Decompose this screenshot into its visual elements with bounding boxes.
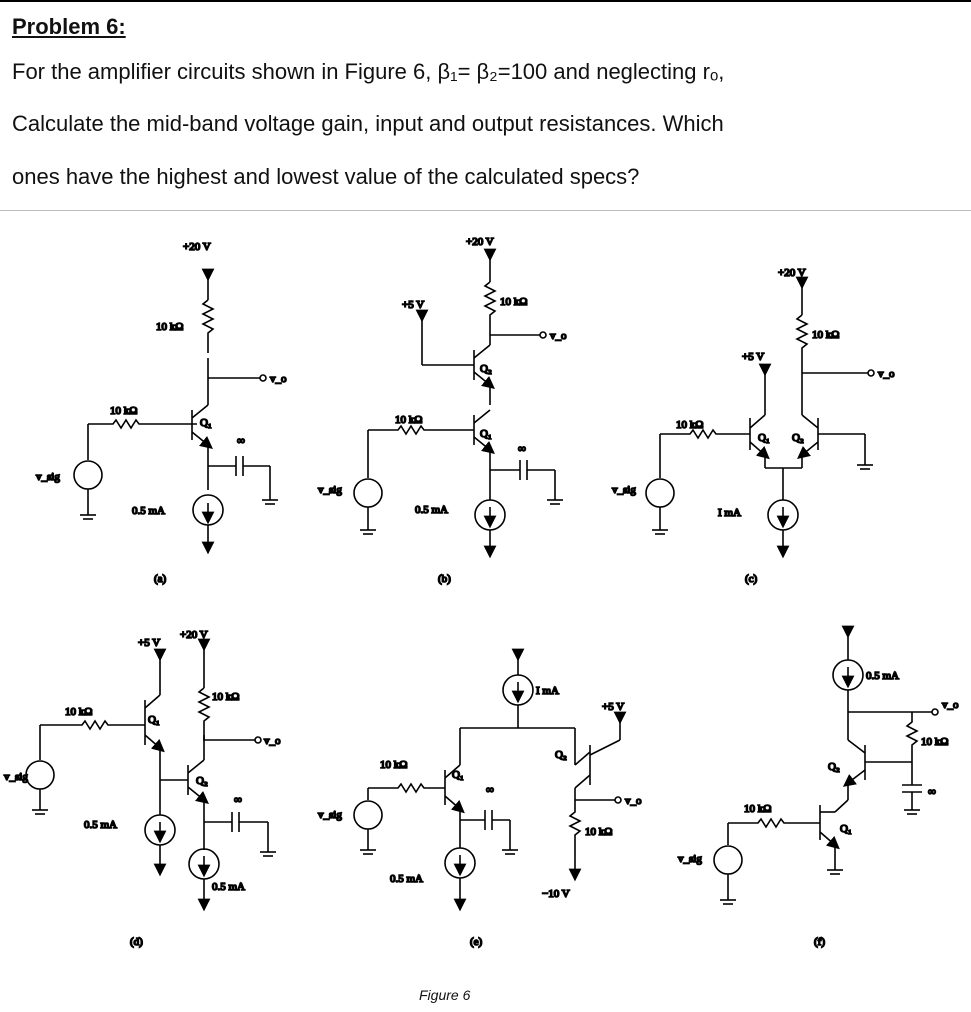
e-inf: ∞ (486, 784, 494, 796)
f-rb: 10 kΩ (744, 803, 771, 815)
d-q1: Q₁ (148, 714, 160, 726)
c-vcc: +20 V (778, 267, 806, 279)
circuit-e (353, 648, 627, 912)
d-rb: 10 kΩ (65, 706, 92, 718)
f-i: 0.5 mA (866, 670, 899, 682)
figure-6-circuits: +20 V 10 kΩ 10 kΩ Q₁ v_o v_sig 0.5 mA ∞ … (3, 235, 960, 949)
c-rc: 10 kΩ (812, 329, 839, 341)
f-q2: Q₂ (828, 761, 840, 773)
b-inf: ∞ (518, 443, 526, 455)
f-q1: Q₁ (840, 823, 852, 835)
e-rb: 10 kΩ (380, 759, 407, 771)
circuit-c (645, 276, 875, 559)
problem-line-2: Calculate the mid-band voltage gain, inp… (12, 111, 724, 136)
c-q2: Q₂ (792, 432, 804, 444)
b-v5: +5 V (402, 299, 424, 311)
f-vo: v_o (942, 699, 959, 711)
circuit-a (73, 268, 278, 555)
b-q2: Q₂ (480, 363, 492, 375)
f-vsig: v_sig (678, 853, 702, 865)
c-v5: +5 V (742, 351, 764, 363)
d-i2: 0.5 mA (212, 881, 245, 893)
d-q2: Q₂ (196, 775, 208, 787)
label-d: (d) (130, 936, 143, 948)
c-i: I mA (718, 507, 741, 519)
d-inf: ∞ (234, 794, 242, 806)
b-vo: v_o (550, 330, 567, 342)
d-vcc: +20 V (180, 629, 208, 641)
circuit-d (25, 638, 276, 912)
label-c: (c) (745, 573, 758, 585)
e-q1: Q₁ (452, 769, 464, 781)
a-i: 0.5 mA (132, 505, 165, 517)
d-vo: v_o (264, 735, 281, 747)
c-vsig: v_sig (612, 484, 636, 496)
label-a: (a) (154, 573, 167, 585)
label-e: (e) (470, 936, 483, 948)
e-vsig: v_sig (318, 809, 342, 821)
e-vee: −10 V (542, 888, 570, 900)
top-rule (0, 0, 971, 2)
problem-line-3: ones have the highest and lowest value o… (12, 164, 640, 189)
figure-caption: Figure 6 (419, 987, 471, 1003)
c-vo: v_o (878, 368, 895, 380)
e-i2: 0.5 mA (390, 873, 423, 885)
problem-title: Problem 6: (12, 14, 126, 39)
f-re: 10 kΩ (921, 736, 948, 748)
b-q1: Q₁ (480, 428, 492, 440)
e-vo: v_o (625, 795, 642, 807)
a-rc: 10 kΩ (156, 321, 183, 333)
circuit-f (713, 625, 939, 905)
b-rb: 10 kΩ (395, 414, 422, 426)
label-b: (b) (438, 573, 451, 585)
d-rc: 10 kΩ (212, 691, 239, 703)
a-vsig: v_sig (36, 471, 60, 483)
c-rb: 10 kΩ (676, 419, 703, 431)
divider (0, 210, 971, 211)
a-vo: v_o (270, 373, 287, 385)
problem-line-1: For the amplifier circuits shown in Figu… (12, 59, 725, 84)
e-i1: I mA (536, 685, 559, 697)
d-i1: 0.5 mA (84, 819, 117, 831)
a-vcc: +20 V (183, 241, 211, 253)
d-vsig: v_sig (4, 771, 28, 783)
c-q1: Q₁ (758, 432, 770, 444)
b-vsig: v_sig (318, 484, 342, 496)
e-v5: +5 V (602, 701, 624, 713)
a-rb: 10 kΩ (110, 405, 137, 417)
b-rc: 10 kΩ (500, 296, 527, 308)
d-v5: +5 V (138, 637, 160, 649)
b-vcc: +20 V (466, 236, 494, 248)
b-i: 0.5 mA (415, 504, 448, 516)
a-inf: ∞ (237, 435, 245, 447)
e-re: 10 kΩ (585, 826, 612, 838)
f-inf: ∞ (928, 786, 936, 798)
label-f: (f) (814, 936, 825, 948)
a-q1: Q₁ (200, 417, 212, 429)
circuit-b (353, 248, 563, 559)
e-q2: Q₂ (555, 749, 567, 761)
